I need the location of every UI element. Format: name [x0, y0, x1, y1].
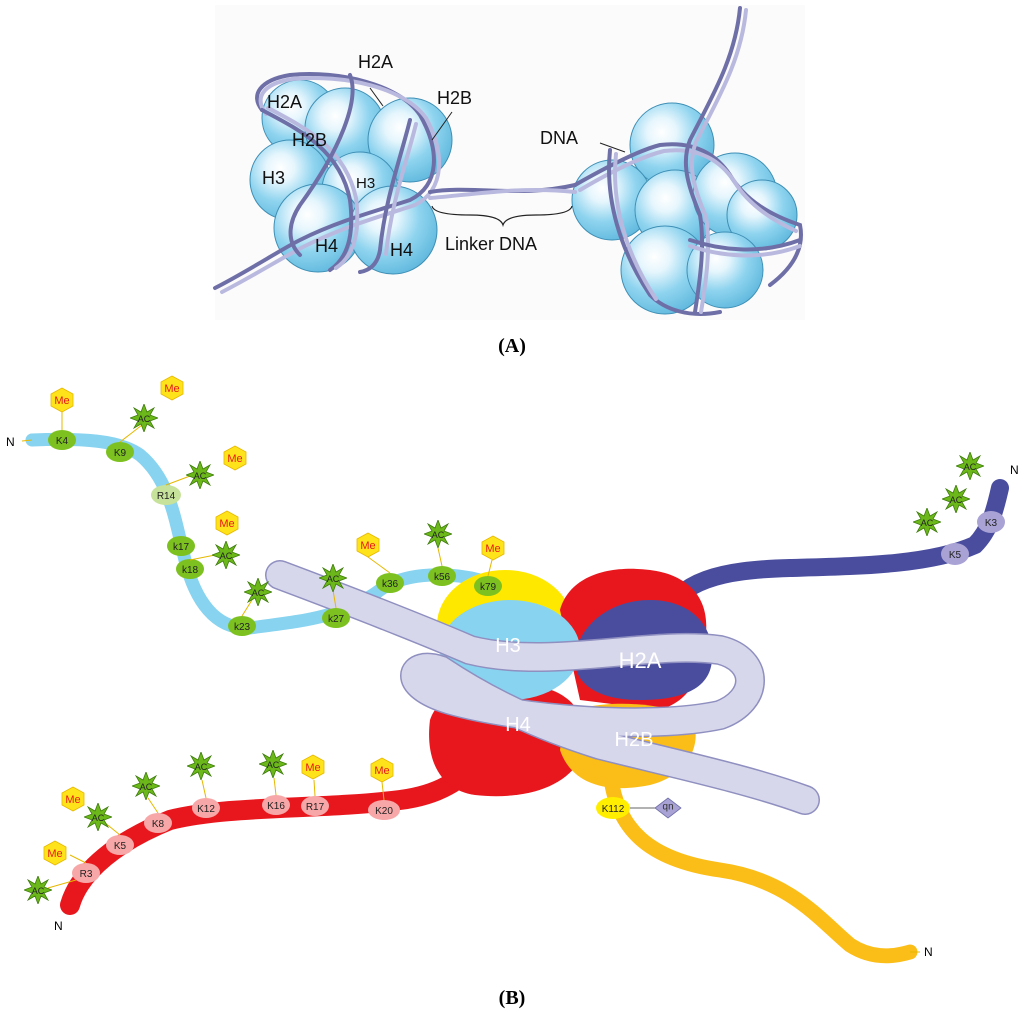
- h4-mark-ac: AC: [140, 782, 153, 792]
- h2a-residue: K3: [985, 518, 998, 529]
- h4-residue: K12: [197, 804, 215, 815]
- h3-residue-oval: [376, 573, 404, 593]
- ubiquitin-mark: [654, 797, 682, 819]
- h3-residue: k18: [182, 565, 199, 576]
- h3-residue: K9: [114, 448, 127, 459]
- n-terminus-h2a: N: [1010, 463, 1019, 477]
- h4-residue: K16: [267, 801, 285, 812]
- h4-mark-ac: AC: [267, 760, 280, 770]
- h4-tail: [60, 750, 490, 915]
- label-h4-left: H4: [315, 236, 338, 256]
- h3-mark-ac: AC: [252, 588, 265, 598]
- core-label-h4: H4: [505, 714, 531, 736]
- label-h2a-top: H2A: [358, 52, 393, 72]
- linker-brace: [431, 205, 573, 228]
- label-dna: DNA: [540, 128, 578, 148]
- h3-residue-oval: [151, 485, 181, 505]
- h4-residue: R17: [306, 802, 325, 813]
- h3-mark-me: Me: [219, 518, 234, 530]
- label-h4-right: H4: [390, 240, 413, 260]
- h3-residue: k27: [328, 614, 345, 625]
- h3-mark-ac: AC: [194, 471, 207, 481]
- h3-mark-me: Me: [485, 543, 500, 555]
- h3-mark-me: Me: [227, 453, 242, 465]
- h2b-right-pointer: [431, 111, 453, 141]
- label-h2a-left: H2A: [267, 92, 302, 112]
- h2a-mark-ac: AC: [950, 495, 963, 505]
- h3-mark-ac: AC: [220, 551, 233, 561]
- panel-a: H2A H2A H2B H2B H3 H3 H4 H4 Linker DNA D…: [213, 5, 805, 357]
- h3-residue-oval: [167, 536, 195, 556]
- h4-mark-me: Me: [47, 848, 62, 860]
- h2a-mark-ac: AC: [964, 462, 977, 472]
- panel-b: H3 H2A H4 H2B N N N N K4 K9 R14 k17 k18: [6, 375, 1019, 1009]
- h4-residue: K20: [375, 806, 393, 817]
- dna-pointer: [599, 142, 626, 153]
- h3-mark-me: Me: [54, 395, 69, 407]
- h2b-tail: [602, 762, 918, 964]
- h4-mark-me: Me: [65, 794, 80, 806]
- h4-mark-ac: AC: [195, 762, 208, 772]
- dna-helix: [213, 6, 803, 317]
- label-h2b-left: H2B: [292, 130, 327, 150]
- h3-residue: k17: [173, 542, 190, 553]
- h3-residue-oval: [48, 430, 76, 450]
- label-h3-left: H3: [262, 168, 285, 188]
- h3-residue-oval: [428, 566, 456, 586]
- core-label-h2b: H2B: [615, 729, 654, 751]
- h4-residue-oval: [144, 813, 172, 833]
- h4-residue: K5: [114, 841, 127, 852]
- h3-mark-ac: AC: [327, 574, 340, 584]
- h3-mark-ac: AC: [432, 530, 445, 540]
- h3-residue: k56: [434, 572, 451, 583]
- h3-mark-me: Me: [164, 383, 179, 395]
- h3-residue: K4: [56, 436, 69, 447]
- h4-residue-oval: [368, 800, 400, 820]
- h4-mark-me: Me: [374, 765, 389, 777]
- h2b-residue: K112: [602, 804, 625, 815]
- h2b-mark-ub: ub: [662, 801, 674, 812]
- h4-residue: R3: [80, 869, 93, 880]
- h3-mark-me: Me: [360, 540, 375, 552]
- h3-residue-oval: [228, 616, 256, 636]
- caption-b: (B): [499, 987, 526, 1009]
- n-terminus-h2b: N: [924, 945, 933, 959]
- h2a-residue-oval: [941, 543, 969, 565]
- core-label-h2a: H2A: [619, 648, 662, 673]
- h2a-mark-ac: AC: [921, 518, 934, 528]
- h3-residue: R14: [157, 491, 176, 502]
- h4-mark-ac: AC: [92, 813, 105, 823]
- core-label-h3: H3: [495, 635, 521, 657]
- h4-residue-oval: [72, 863, 100, 883]
- h4-residue-oval: [301, 796, 329, 816]
- h2a-top-pointer: [369, 87, 384, 107]
- h2b-residue-oval: [596, 797, 630, 819]
- dna-tube: [266, 561, 819, 814]
- h4-mark-ac: AC: [32, 886, 45, 896]
- h3-residue-oval: [106, 442, 134, 462]
- caption-a: (A): [498, 335, 526, 357]
- h3-residue: k79: [480, 582, 497, 593]
- h2a-residue-oval: [977, 511, 1005, 533]
- h4-residue-oval: [262, 795, 290, 815]
- h3-mark-ac: AC: [138, 414, 151, 424]
- n-terminus-h4: N: [54, 919, 63, 933]
- h3-residue: k23: [234, 622, 251, 633]
- label-linker-dna: Linker DNA: [445, 234, 537, 254]
- h4-residue-oval: [106, 835, 134, 855]
- h3-residue-oval: [322, 608, 350, 628]
- h4-residue-oval: [192, 798, 220, 818]
- h4-mark-me: Me: [305, 762, 320, 774]
- h2a-residue: K5: [949, 550, 962, 561]
- h3-residue-oval: [176, 559, 204, 579]
- n-terminus-h3: N: [6, 435, 15, 449]
- h3-residue: k36: [382, 579, 399, 590]
- h4-residue: K8: [152, 819, 165, 830]
- h3-residue-oval: [474, 576, 502, 596]
- label-h3-mid: H3: [356, 175, 375, 192]
- label-h2b-right: H2B: [437, 88, 472, 108]
